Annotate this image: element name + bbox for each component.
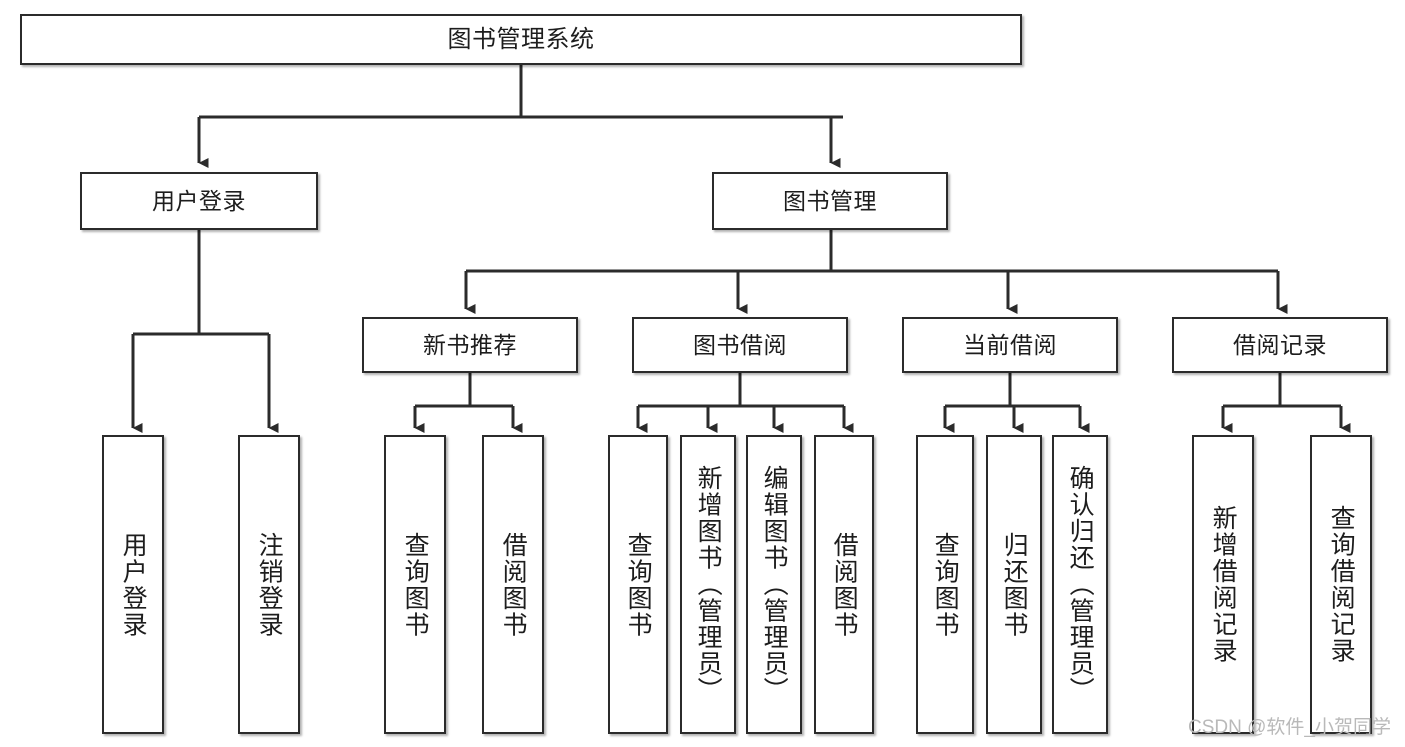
- node-label: 借阅图书: [830, 531, 859, 638]
- leaf-query-book-borrow[interactable]: 查询图书: [608, 435, 668, 734]
- leaf-confirm-return-admin[interactable]: 确认归还（管理员）: [1052, 435, 1108, 734]
- leaf-edit-book-admin[interactable]: 编辑图书（管理员）: [746, 435, 802, 734]
- node-label: 用户登录: [119, 531, 148, 638]
- leaf-query-book-rec[interactable]: 查询图书: [384, 435, 446, 734]
- csdn-watermark: CSDN @软件_小贺同学: [1188, 717, 1391, 738]
- node-label: 查询图书: [624, 531, 653, 638]
- node-root-system[interactable]: 图书管理系统: [20, 14, 1022, 65]
- node-user-login[interactable]: 用户登录: [80, 172, 318, 230]
- leaf-query-book-current[interactable]: 查询图书: [916, 435, 974, 734]
- leaf-return-book[interactable]: 归还图书: [986, 435, 1042, 734]
- node-label: 确认归还（管理员）: [1066, 465, 1095, 704]
- leaf-borrow-book-rec[interactable]: 借阅图书: [482, 435, 544, 734]
- node-current-borrow[interactable]: 当前借阅: [902, 317, 1118, 373]
- node-label: 借阅图书: [499, 531, 528, 638]
- node-label: 新书推荐: [423, 331, 517, 358]
- node-label: 查询图书: [401, 531, 430, 638]
- node-label: 图书管理系统: [447, 25, 595, 53]
- node-new-book-recommend[interactable]: 新书推荐: [362, 317, 578, 373]
- leaf-logout[interactable]: 注销登录: [238, 435, 300, 734]
- node-label: 查询借阅记录: [1327, 505, 1356, 664]
- leaf-user-login[interactable]: 用户登录: [102, 435, 164, 734]
- node-label: 图书管理: [783, 187, 877, 214]
- node-book-borrow[interactable]: 图书借阅: [632, 317, 848, 373]
- node-borrow-records[interactable]: 借阅记录: [1172, 317, 1388, 373]
- node-label: 新增借阅记录: [1209, 505, 1238, 664]
- node-label: 注销登录: [255, 531, 284, 638]
- leaf-borrow-book[interactable]: 借阅图书: [814, 435, 874, 734]
- node-book-management[interactable]: 图书管理: [712, 172, 948, 230]
- node-label: 归还图书: [1000, 531, 1029, 638]
- node-label: 查询图书: [931, 531, 960, 638]
- node-label: 用户登录: [152, 187, 246, 214]
- node-label: 图书借阅: [693, 331, 787, 358]
- leaf-add-book-admin[interactable]: 新增图书（管理员）: [680, 435, 736, 734]
- leaf-query-borrow-record[interactable]: 查询借阅记录: [1310, 435, 1372, 734]
- leaf-add-borrow-record[interactable]: 新增借阅记录: [1192, 435, 1254, 734]
- node-label: 新增图书（管理员）: [694, 465, 723, 704]
- node-label: 借阅记录: [1233, 331, 1327, 358]
- node-label: 当前借阅: [963, 331, 1057, 358]
- node-label: 编辑图书（管理员）: [760, 465, 789, 704]
